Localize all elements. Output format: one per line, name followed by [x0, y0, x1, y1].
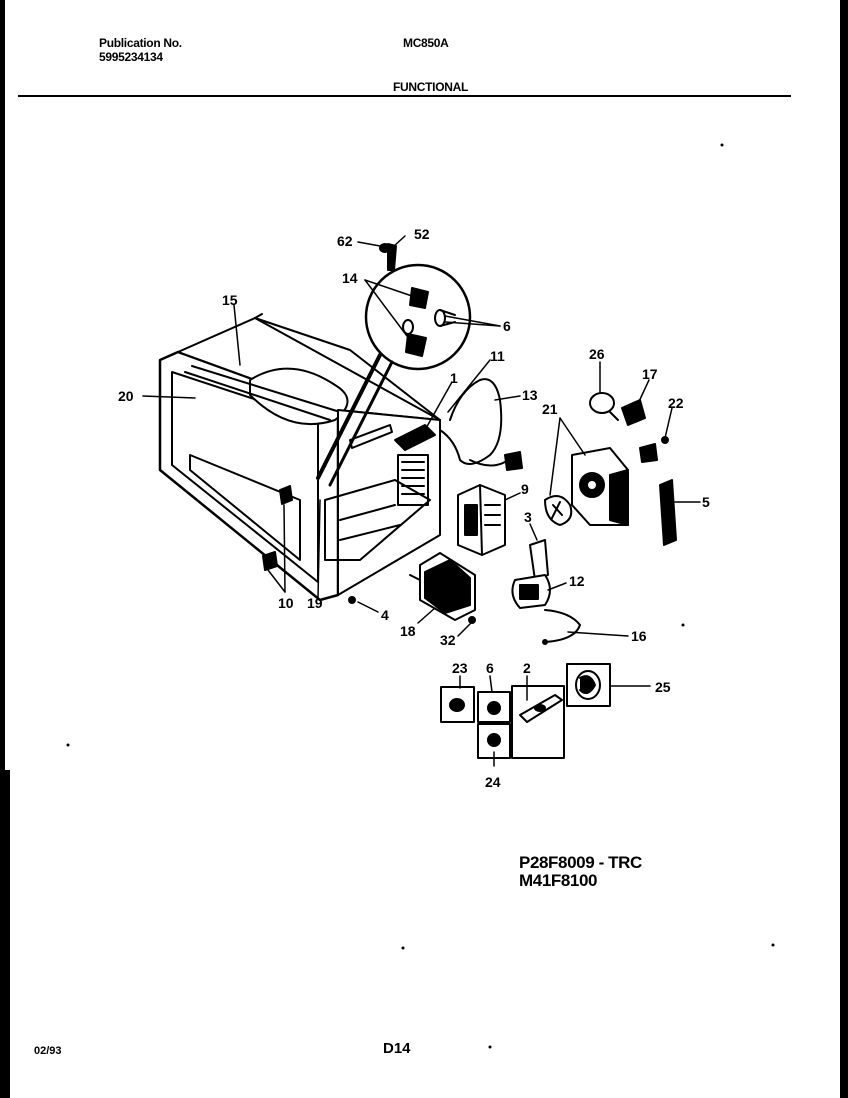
callout-3: 3	[524, 509, 532, 525]
capacitor-assembly	[511, 539, 581, 645]
footer-page-number: D14	[383, 1040, 411, 1057]
leader-lines	[142, 235, 701, 767]
accessory-boxes	[440, 663, 611, 759]
callout-32: 32	[440, 632, 456, 648]
section-title: FUNCTIONAL	[393, 80, 468, 94]
callout-2: 2	[523, 660, 531, 676]
page-right-edge	[840, 0, 848, 1098]
callout-11: 11	[490, 348, 505, 364]
callout-1: 1	[450, 370, 458, 386]
callout-25: 25	[655, 679, 671, 695]
callout-4: 4	[381, 607, 389, 623]
part-code-primary: P28F8009 - TRC	[519, 853, 642, 872]
callout-17: 17	[642, 366, 658, 382]
callout-23: 23	[452, 660, 468, 676]
callout-6-upper: 6	[503, 318, 511, 334]
callout-52: 52	[414, 226, 430, 242]
page-left-edge	[0, 0, 5, 1098]
callout-21: 21	[542, 401, 558, 417]
detail-magnifier	[316, 243, 472, 487]
callout-19: 19	[307, 595, 323, 611]
callout-16: 16	[631, 628, 647, 644]
callout-5: 5	[702, 494, 710, 510]
cabinet-assembly	[158, 313, 441, 602]
callout-62: 62	[337, 233, 353, 249]
footer-date: 02/93	[34, 1045, 62, 1057]
power-cord	[439, 378, 523, 471]
magnetron	[457, 484, 506, 556]
part-code-secondary: M41F8100	[519, 871, 598, 890]
callout-26: 26	[589, 346, 605, 362]
callout-24: 24	[485, 774, 501, 790]
page-left-bar	[0, 770, 10, 1098]
model-number: MC850A	[403, 36, 449, 50]
publication-label: Publication No.	[99, 36, 182, 50]
callout-18: 18	[400, 623, 416, 639]
callout-10: 10	[278, 595, 294, 611]
callout-14: 14	[342, 270, 358, 286]
callout-13: 13	[522, 387, 538, 403]
callout-15: 15	[222, 292, 238, 308]
callout-12: 12	[569, 573, 585, 589]
publication-number: 5995234134	[99, 50, 163, 64]
callout-9: 9	[521, 481, 529, 497]
callout-22: 22	[668, 395, 684, 411]
callout-20: 20	[118, 388, 134, 404]
callout-6-lower: 6	[486, 660, 494, 676]
transformer	[348, 552, 476, 624]
callout-labels: 62 52 14 6 15 11 1 13 20 26 17 21 22 9 5…	[118, 226, 710, 790]
fan-motor-assembly	[544, 392, 677, 546]
header-rule	[18, 95, 791, 97]
